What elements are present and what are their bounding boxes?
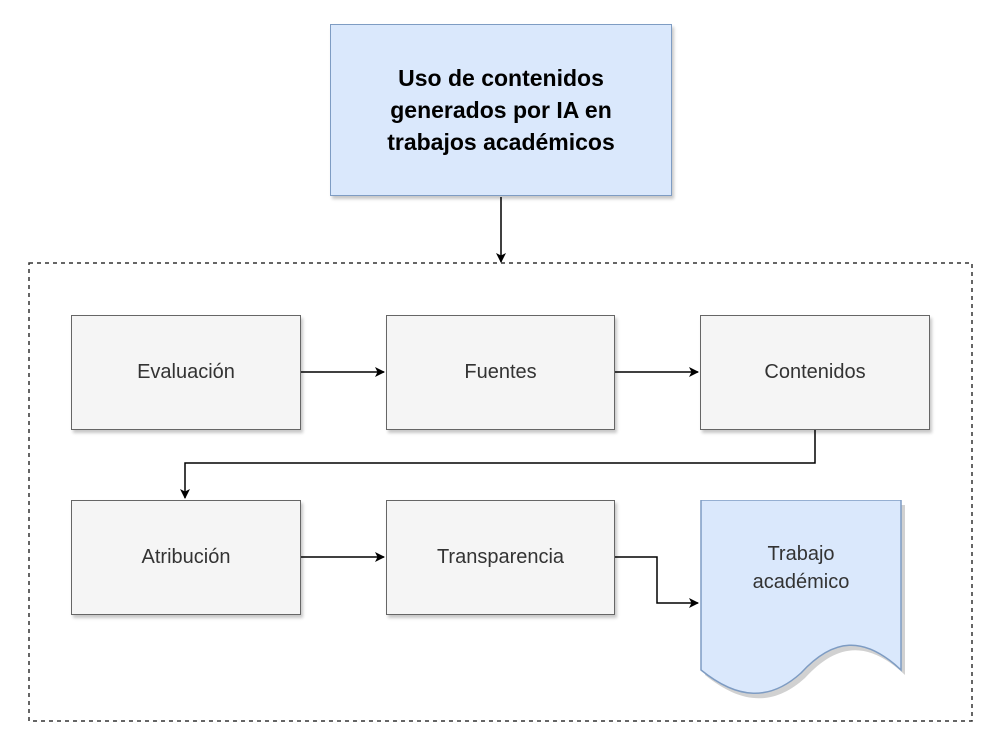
document-shape — [700, 500, 905, 699]
step-contenidos-label: Contenidos — [764, 361, 866, 383]
connector-transparencia-to-trabajo — [615, 556, 699, 608]
document-label: Trabajo académico — [752, 543, 850, 593]
document-trabajo-academico: Trabajo académico — [700, 500, 905, 702]
step-evaluacion: Evaluación — [71, 315, 301, 430]
title-text: Uso de contenidos generados por IA en tr… — [387, 65, 615, 155]
step-transparencia: Transparencia — [386, 500, 615, 615]
step-atribucion-label: Atribución — [141, 546, 231, 568]
step-fuentes: Fuentes — [386, 315, 615, 430]
step-atribucion: Atribución — [71, 500, 301, 615]
connector-contenidos-to-atribucion — [180, 430, 816, 499]
title-box: Uso de contenidos generados por IA en tr… — [330, 24, 672, 196]
step-transparencia-label: Transparencia — [436, 546, 565, 568]
group-container — [28, 262, 973, 722]
step-contenidos: Contenidos — [700, 315, 930, 430]
step-evaluacion-label: Evaluación — [137, 361, 235, 383]
step-fuentes-label: Fuentes — [464, 361, 537, 383]
